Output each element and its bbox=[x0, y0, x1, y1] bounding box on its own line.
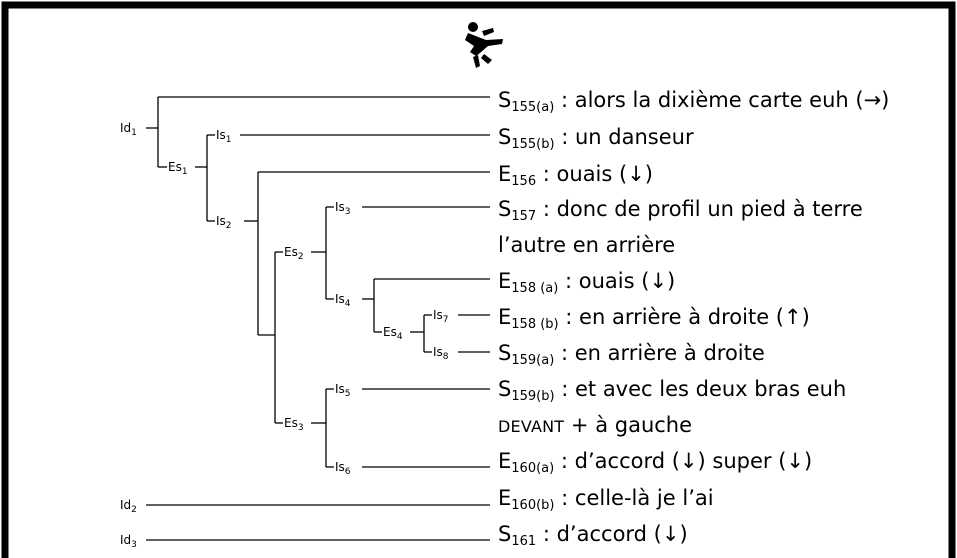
node-is1: Is1 bbox=[215, 128, 233, 145]
node-is7: Is7 bbox=[432, 308, 450, 325]
node-es2: Es2 bbox=[283, 245, 305, 262]
node-es1: Es1 bbox=[167, 160, 189, 177]
node-is8: Is8 bbox=[432, 345, 450, 362]
dancer-icon bbox=[465, 22, 503, 68]
utterance-e160a: E160(a) : d’accord (↓) super (↓) bbox=[498, 449, 813, 476]
utterance-e158b: E158 (b) : en arrière à droite (↑) bbox=[498, 305, 810, 332]
node-is6: Is6 bbox=[334, 460, 352, 477]
node-es3: Es3 bbox=[283, 416, 305, 433]
node-is5: Is5 bbox=[334, 382, 352, 399]
utterance-s161: S161 : d’accord (↓) bbox=[498, 522, 688, 549]
utterance-e156: E156 : ouais (↓) bbox=[498, 162, 653, 189]
tree-lines bbox=[146, 96, 490, 541]
node-es4: Es4 bbox=[382, 325, 404, 342]
utterance-s155a: S155(a) : alors la dixième carte euh (→) bbox=[498, 88, 890, 115]
node-is4: Is4 bbox=[334, 292, 352, 309]
node-is3: Is3 bbox=[334, 200, 352, 217]
utterance-s159a: S159(a) : en arrière à droite bbox=[498, 341, 765, 368]
utterance-s159b-line2: DEVANT + à gauche bbox=[498, 413, 693, 437]
node-id3: Id3 bbox=[119, 533, 138, 550]
node-id1: Id1 bbox=[119, 121, 138, 138]
utterance-e160b: E160(b) : celle-là je l’ai bbox=[498, 486, 714, 513]
utterance-s159b: S159(b) : et avec les deux bras euh bbox=[498, 377, 847, 404]
node-is2: Is2 bbox=[215, 214, 233, 231]
utterance-s157: S157 : donc de profil un pied à terre bbox=[498, 197, 863, 224]
utterance-e158a: E158 (a) : ouais (↓) bbox=[498, 269, 676, 296]
node-id2: Id2 bbox=[119, 498, 138, 515]
utterance-s155b: S155(b) : un danseur bbox=[498, 125, 694, 152]
utterance-s157-line2: l’autre en arrière bbox=[498, 233, 676, 257]
